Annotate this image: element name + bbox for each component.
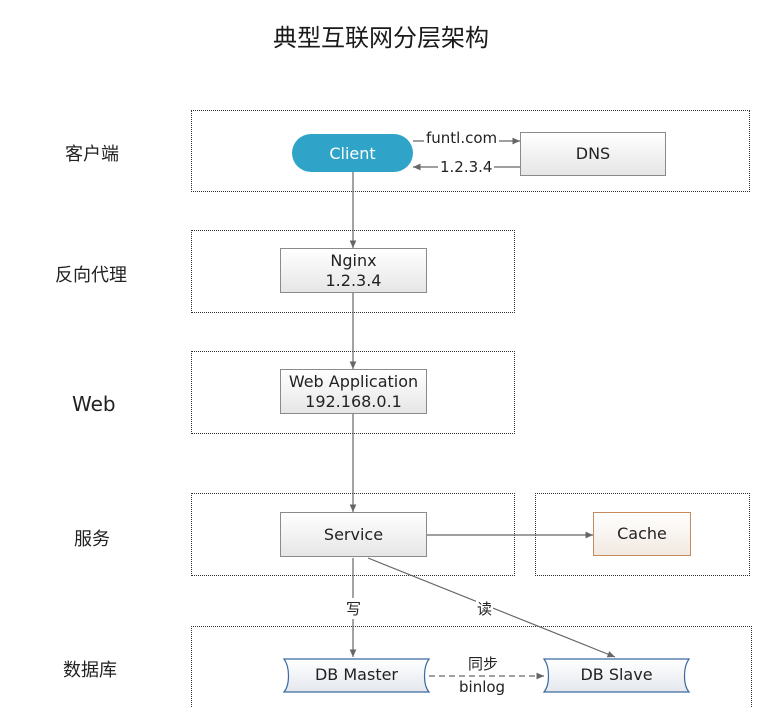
edge-label-binlog: binlog	[457, 678, 508, 696]
zone-client	[191, 110, 750, 192]
db-slave-shape	[542, 658, 691, 693]
nginx-node-ip: 1.2.3.4	[325, 270, 382, 290]
layer-label-proxy: 反向代理	[55, 265, 127, 286]
client-node-label: Client	[329, 143, 376, 163]
webapp-node-ip: 192.168.0.1	[305, 391, 402, 411]
webapp-node-name: Web Application	[288, 371, 419, 391]
service-node-label: Service	[323, 524, 384, 544]
edge-label-read: 读	[476, 598, 494, 619]
nginx-node: Nginx 1.2.3.4	[280, 248, 427, 293]
client-node: Client	[292, 134, 413, 172]
layer-label-web: Web	[72, 392, 116, 416]
edge-label-domain: funtl.com	[424, 129, 500, 147]
edge-label-sync: 同步	[466, 653, 501, 674]
diagram-title-text: 典型互联网分层架构	[273, 24, 489, 52]
zone-database	[191, 626, 752, 707]
layer-label-service: 服务	[74, 529, 110, 550]
edge-label-write: 写	[345, 598, 363, 619]
db-master-shape	[282, 658, 431, 693]
cache-node-label: Cache	[617, 524, 667, 543]
db-master-label: DB Master	[314, 665, 399, 684]
dns-node-label: DNS	[575, 144, 611, 163]
diagram-title: 典型互联网分层架构	[0, 18, 766, 53]
db-slave-label: DB Slave	[580, 665, 653, 684]
nginx-node-name: Nginx	[330, 250, 377, 270]
webapp-node: Web Application 192.168.0.1	[280, 369, 427, 414]
dns-node: DNS	[520, 132, 666, 176]
layer-label-client: 客户端	[65, 144, 119, 165]
cache-node: Cache	[593, 512, 691, 556]
layer-label-database: 数据库	[63, 660, 117, 681]
edge-label-ip: 1.2.3.4	[438, 158, 495, 176]
service-node: Service	[280, 512, 427, 557]
